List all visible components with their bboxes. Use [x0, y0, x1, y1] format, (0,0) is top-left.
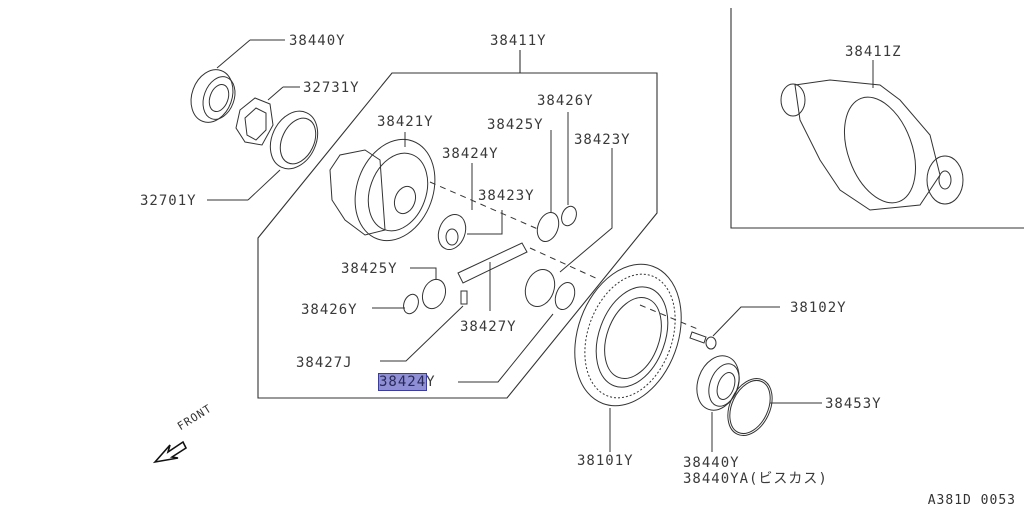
differential-assembly-icon [780, 60, 964, 211]
part-label-38423y-mid[interactable]: 38423Y [478, 188, 535, 204]
part-label-32701y[interactable]: 32701Y [140, 193, 197, 209]
figure-code: A381D 0053 [927, 493, 1016, 508]
lower-pinion-icon [372, 267, 554, 383]
bearing-bottom-icon [696, 355, 740, 452]
shim-icon [235, 86, 300, 146]
part-label-38440ya[interactable]: 38440YA(ビスカス) [683, 471, 828, 487]
pinion-shaft-icon [457, 242, 528, 311]
search-highlight: 38424 [377, 373, 428, 391]
part-label-38425y-top[interactable]: 38425Y [487, 117, 544, 133]
part-label-38426y-top[interactable]: 38426Y [537, 93, 594, 109]
part-label-38427y[interactable]: 38427Y [460, 319, 517, 335]
side-gear-icon [207, 110, 319, 201]
part-label-38440y-bottom[interactable]: 38440Y [683, 455, 740, 471]
part-label-38425y-left[interactable]: 38425Y [341, 261, 398, 277]
part-label-38421y[interactable]: 38421Y [377, 114, 434, 130]
part-label-38453y[interactable]: 38453Y [825, 396, 882, 412]
part-label-38426y-left[interactable]: 38426Y [301, 302, 358, 318]
front-arrow-icon [152, 440, 188, 464]
bolt-icon [689, 306, 780, 350]
ring-gear-icon [574, 263, 682, 452]
part-label-32731y[interactable]: 32731Y [303, 80, 360, 96]
pinion-gear-icon [437, 112, 613, 311]
part-label-38427j[interactable]: 38427J [296, 355, 353, 371]
part-label-38440y-top[interactable]: 38440Y [289, 33, 346, 49]
part-label-38424y-top[interactable]: 38424Y [442, 146, 499, 162]
part-label-38101y[interactable]: 38101Y [577, 453, 634, 469]
differential-case-icon [329, 132, 436, 242]
part-label-38102y[interactable]: 38102Y [790, 300, 847, 316]
o-ring-icon [727, 378, 822, 436]
part-label-38424y-highlighted[interactable]: 38424Y [377, 373, 436, 391]
part-suffix: Y [426, 374, 436, 390]
assembly-bracket [257, 72, 658, 399]
part-label-38411z[interactable]: 38411Z [845, 44, 902, 60]
inset-box [730, 8, 1024, 229]
part-label-38423y-right[interactable]: 38423Y [574, 132, 631, 148]
part-label-38411y[interactable]: 38411Y [490, 33, 547, 49]
bearing-top-icon [190, 39, 285, 123]
